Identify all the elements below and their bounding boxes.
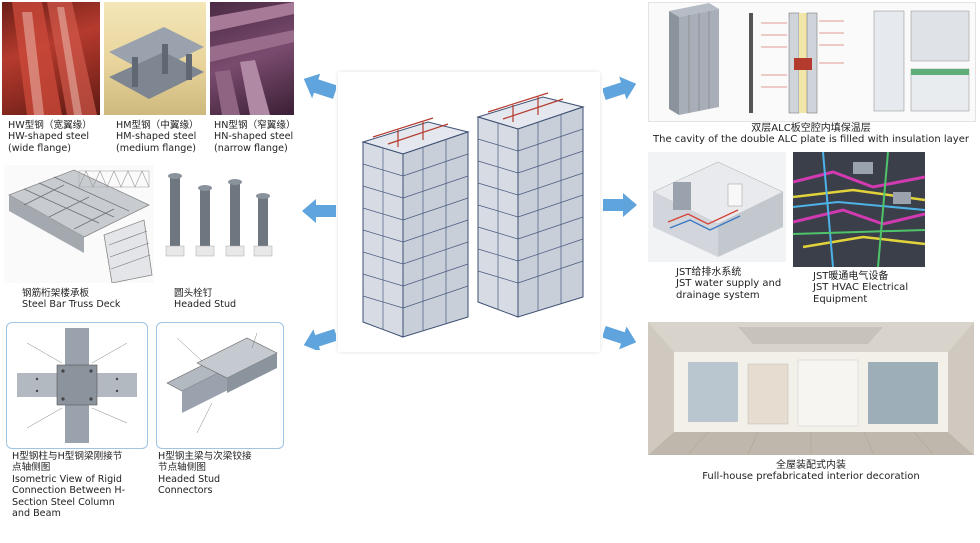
arrow-to-joints-icon — [303, 328, 336, 350]
headed-stud-image — [160, 168, 280, 283]
hinged-connection-frame — [156, 322, 284, 449]
truss-deck-image — [4, 165, 154, 283]
hvac-caption: JST暖通电气设备 JST HVAC Electrical Equipment — [813, 271, 908, 305]
rigid-caption-en-1: Isometric View of Rigid — [12, 473, 122, 485]
central-building-panel — [338, 72, 600, 352]
left-tower — [361, 117, 470, 338]
hm-steel-photo — [104, 2, 206, 115]
hinged-connection-caption: H型钢主梁与次梁铰接 节点轴侧图 Headed Stud Connectors — [158, 451, 252, 497]
interior-caption: 全屋装配式内装 Full-house prefabricated interio… — [648, 460, 974, 483]
rigid-connection-caption: H型钢柱与H型钢梁刚接节 点轴侧图 Isometric View of Rigi… — [12, 451, 125, 519]
alc-panel-drawing — [648, 2, 976, 122]
alc-caption-en: The cavity of the double ALC plate is fi… — [653, 134, 969, 146]
headed-stud-caption: 圆头栓钉 Headed Stud — [174, 288, 236, 311]
hinge-caption-en-1: Headed Stud — [158, 473, 221, 485]
arrow-to-h-steel-icon — [303, 74, 336, 99]
steel-frame-building-model — [361, 92, 585, 338]
rigid-connection-frame — [6, 322, 148, 449]
rigid-caption-cn-2: 点轴侧图 — [12, 462, 51, 474]
rigid-caption-cn-1: H型钢柱与H型钢梁刚接节 — [12, 451, 123, 462]
water-supply-image — [648, 152, 786, 262]
hn-steel-photo — [210, 2, 294, 115]
truss-deck-caption: 钢筋桁架楼承板 Steel Bar Truss Deck — [22, 288, 120, 311]
hvac-caption-en-1: JST HVAC Electrical — [813, 282, 909, 294]
arrow-to-truss-stud-icon — [302, 199, 336, 223]
arrow-to-alc-icon — [603, 76, 637, 100]
alc-caption: 双层ALC板空腔内填保温层 The cavity of the double A… — [648, 123, 974, 146]
rigid-caption-en-4: and Beam — [12, 508, 61, 520]
hw-caption-en: HW-shaped steel — [8, 131, 90, 143]
truss-caption-cn: 钢筋桁架楼承板 — [22, 288, 90, 299]
water-caption-en-1: JST water supply and — [676, 278, 782, 290]
rigid-caption-en-2: Connection Between H- — [12, 485, 126, 497]
water-supply-caption: JST给排水系统 JST water supply and drainage s… — [676, 267, 781, 301]
hw-steel-caption: HW型钢（宽翼缘） HW-shaped steel (wide flange) — [8, 120, 92, 154]
hm-caption-cn: HM型钢（中翼缘） — [116, 120, 199, 131]
hw-caption-cn: HW型钢（宽翼缘） — [8, 120, 92, 131]
arrow-to-interior-icon — [603, 326, 637, 350]
hn-caption-en: HN-shaped steel — [214, 131, 294, 143]
hinge-caption-en-2: Connectors — [158, 485, 213, 497]
hm-caption-en: HM-shaped steel — [116, 131, 197, 143]
water-caption-cn: JST给排水系统 — [676, 267, 742, 278]
hinge-caption-cn-2: 节点轴侧图 — [158, 462, 206, 474]
stud-caption-en: Headed Stud — [174, 299, 237, 311]
right-tower — [476, 92, 585, 318]
hvac-equipment-image — [792, 151, 926, 268]
interior-caption-en: Full-house prefabricated interior decora… — [702, 471, 920, 483]
hn-caption-en-2: (narrow flange) — [214, 142, 288, 154]
hm-caption-en-2: (medium flange) — [116, 142, 196, 154]
hw-caption-en-2: (wide flange) — [8, 142, 72, 154]
hvac-caption-cn: JST暖通电气设备 — [813, 271, 889, 282]
hvac-caption-en-2: Equipment — [813, 293, 868, 305]
hinge-caption-cn-1: H型钢主梁与次梁铰接 — [158, 451, 252, 462]
stud-caption-cn: 圆头栓钉 — [174, 288, 213, 299]
arrow-to-mep-icon — [603, 193, 637, 217]
hw-steel-photo — [2, 2, 100, 115]
hm-steel-caption: HM型钢（中翼缘） HM-shaped steel (medium flange… — [116, 120, 199, 154]
rigid-caption-en-3: Section Steel Column — [12, 496, 115, 508]
water-caption-en-2: drainage system — [676, 289, 760, 301]
hn-caption-cn: HN型钢（窄翼缘） — [214, 120, 296, 131]
hn-steel-caption: HN型钢（窄翼缘） HN-shaped steel (narrow flange… — [214, 120, 296, 154]
alc-caption-cn: 双层ALC板空腔内填保温层 — [751, 123, 871, 134]
truss-caption-en: Steel Bar Truss Deck — [22, 299, 121, 311]
interior-caption-cn: 全屋装配式内装 — [776, 460, 846, 471]
interior-decoration-image — [648, 322, 974, 456]
